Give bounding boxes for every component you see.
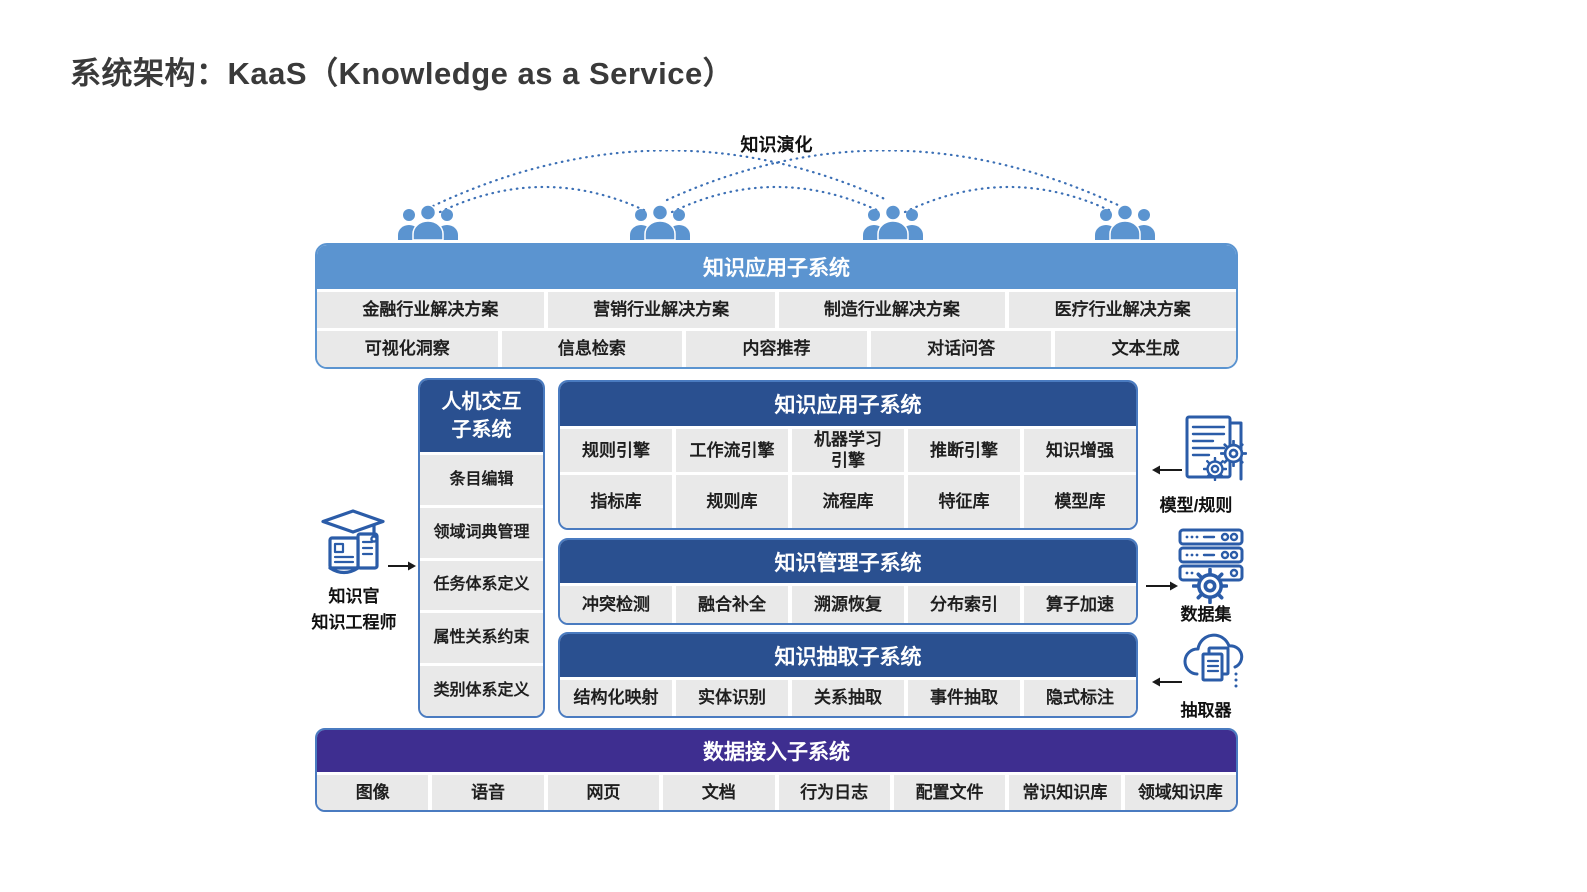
management-to-dataset-arrow: [1146, 581, 1178, 591]
data-sources-row: 图像 语音 网页 文档 行为日志 配置文件 常识知识库 领域知识库: [317, 775, 1236, 810]
knowledge-application-header: 知识应用子系统: [560, 382, 1136, 426]
capabilities-row: 可视化洞察 信息检索 内容推荐 对话问答 文本生成: [317, 331, 1236, 367]
knowledge-extraction-block: 知识抽取子系统 结构化映射 实体识别 关系抽取 事件抽取 隐式标注: [558, 632, 1138, 718]
capability-cell: 内容推荐: [686, 331, 867, 367]
library-cell: 流程库: [792, 474, 904, 528]
extractor-to-extraction-arrow: [1152, 677, 1182, 687]
dataset-label: 数据集: [1180, 605, 1232, 624]
data-source-cell: 常识知识库: [1009, 775, 1121, 810]
data-access-header: 数据接入子系统: [317, 730, 1236, 772]
engine-cell: 推断引擎: [908, 429, 1020, 472]
capability-cell: 可视化洞察: [317, 331, 498, 367]
hmi-item: 类别体系定义: [420, 666, 543, 716]
data-access-block: 数据接入子系统 图像 语音 网页 文档 行为日志 配置文件 常识知识库 领域知识…: [315, 728, 1238, 812]
solution-cell: 制造行业解决方案: [778, 292, 1006, 328]
extractor-label: 抽取器: [1180, 701, 1232, 720]
user-group-icon: [628, 204, 692, 240]
hmi-header-line2: 子系统: [451, 419, 512, 441]
engine-cell: 工作流引擎: [676, 429, 788, 472]
data-source-cell: 网页: [547, 775, 660, 810]
data-source-cell: 图像: [317, 775, 429, 810]
solution-cell: 营销行业解决方案: [547, 292, 775, 328]
application-solutions-block: 知识应用子系统 金融行业解决方案 营销行业解决方案 制造行业解决方案 医疗行业解…: [315, 243, 1238, 369]
industry-solutions-row: 金融行业解决方案 营销行业解决方案 制造行业解决方案 医疗行业解决方案: [317, 292, 1236, 328]
knowledge-evolution-label: 知识演化: [740, 135, 813, 155]
management-cell: 融合补全: [676, 586, 788, 623]
management-cell: 冲突检测: [560, 586, 672, 623]
page-title: 系统架构：KaaS（Knowledge as a Service）: [70, 56, 735, 91]
data-source-cell: 行为日志: [778, 775, 890, 810]
user-group-icon: [1093, 204, 1157, 240]
solution-cell: 医疗行业解决方案: [1009, 292, 1236, 328]
data-source-cell: 配置文件: [893, 775, 1006, 810]
knowledge-engineer-label: 知识官 知识工程师: [290, 584, 418, 635]
evolution-arcs: [431, 150, 1122, 214]
user-group-icon: [861, 204, 925, 240]
management-cell: 溯源恢复: [792, 586, 904, 623]
hmi-header-line1: 人机交互: [441, 391, 522, 413]
library-cell: 特征库: [908, 474, 1020, 528]
management-row: 冲突检测 融合补全 溯源恢复 分布索引 算子加速: [560, 586, 1136, 623]
knowledge-extraction-header: 知识抽取子系统: [560, 634, 1136, 677]
cloud-documents-icon: [1183, 633, 1244, 688]
knowledge-management-block: 知识管理子系统 冲突检测 融合补全 溯源恢复 分布索引 算子加速: [558, 538, 1138, 625]
data-source-cell: 文档: [663, 775, 775, 810]
library-cell: 模型库: [1024, 474, 1136, 528]
capability-cell: 对话问答: [870, 331, 1052, 367]
extraction-row: 结构化映射 实体识别 关系抽取 事件抽取 隐式标注: [560, 680, 1136, 716]
model-rules-to-application-arrow: [1152, 465, 1182, 475]
hmi-block-header: 人机交互 子系统: [420, 380, 543, 452]
engineer-to-hmi-arrow: [388, 561, 416, 571]
document-gears-icon: [1185, 415, 1247, 481]
extraction-cell: 隐式标注: [1024, 680, 1136, 716]
hmi-item: 属性关系约束: [420, 613, 543, 664]
management-cell: 分布索引: [908, 586, 1020, 623]
library-cell: 规则库: [676, 474, 788, 528]
capability-cell: 文本生成: [1055, 331, 1236, 367]
hmi-item: 领域词典管理: [420, 507, 543, 558]
model-rules-label: 模型/规则: [1159, 496, 1233, 515]
graduate-book-icon: [321, 509, 385, 575]
engine-cell: 知识增强: [1024, 429, 1136, 472]
engine-cell: 规则引擎: [560, 429, 672, 472]
data-source-cell: 领域知识库: [1124, 775, 1236, 810]
extraction-cell: 事件抽取: [908, 680, 1020, 716]
knowledge-engineer-line1: 知识官: [328, 587, 380, 606]
human-machine-interaction-block: 人机交互 子系统 条目编辑 领域词典管理 任务体系定义 属性关系约束 类别体系定…: [418, 378, 545, 718]
libraries-row: 指标库 规则库 流程库 特征库 模型库: [560, 474, 1136, 528]
data-source-cell: 语音: [432, 775, 544, 810]
management-cell: 算子加速: [1024, 586, 1136, 623]
server-gear-icon: [1178, 528, 1244, 604]
application-block-header: 知识应用子系统: [317, 245, 1236, 289]
user-group-icon: [396, 204, 460, 240]
solution-cell: 金融行业解决方案: [317, 292, 544, 328]
engine-cell: 机器学习引擎: [792, 429, 904, 472]
capability-cell: 信息检索: [501, 331, 683, 367]
extraction-cell: 结构化映射: [560, 680, 672, 716]
knowledge-application-block: 知识应用子系统 规则引擎 工作流引擎 机器学习引擎 推断引擎 知识增强 指标库 …: [558, 380, 1138, 530]
extraction-cell: 实体识别: [676, 680, 788, 716]
hmi-item: 条目编辑: [420, 455, 543, 505]
library-cell: 指标库: [560, 474, 672, 528]
hmi-item: 任务体系定义: [420, 560, 543, 611]
extraction-cell: 关系抽取: [792, 680, 904, 716]
knowledge-engineer-line2: 知识工程师: [311, 612, 397, 632]
knowledge-management-header: 知识管理子系统: [560, 540, 1136, 583]
engines-row: 规则引擎 工作流引擎 机器学习引擎 推断引擎 知识增强: [560, 429, 1136, 472]
